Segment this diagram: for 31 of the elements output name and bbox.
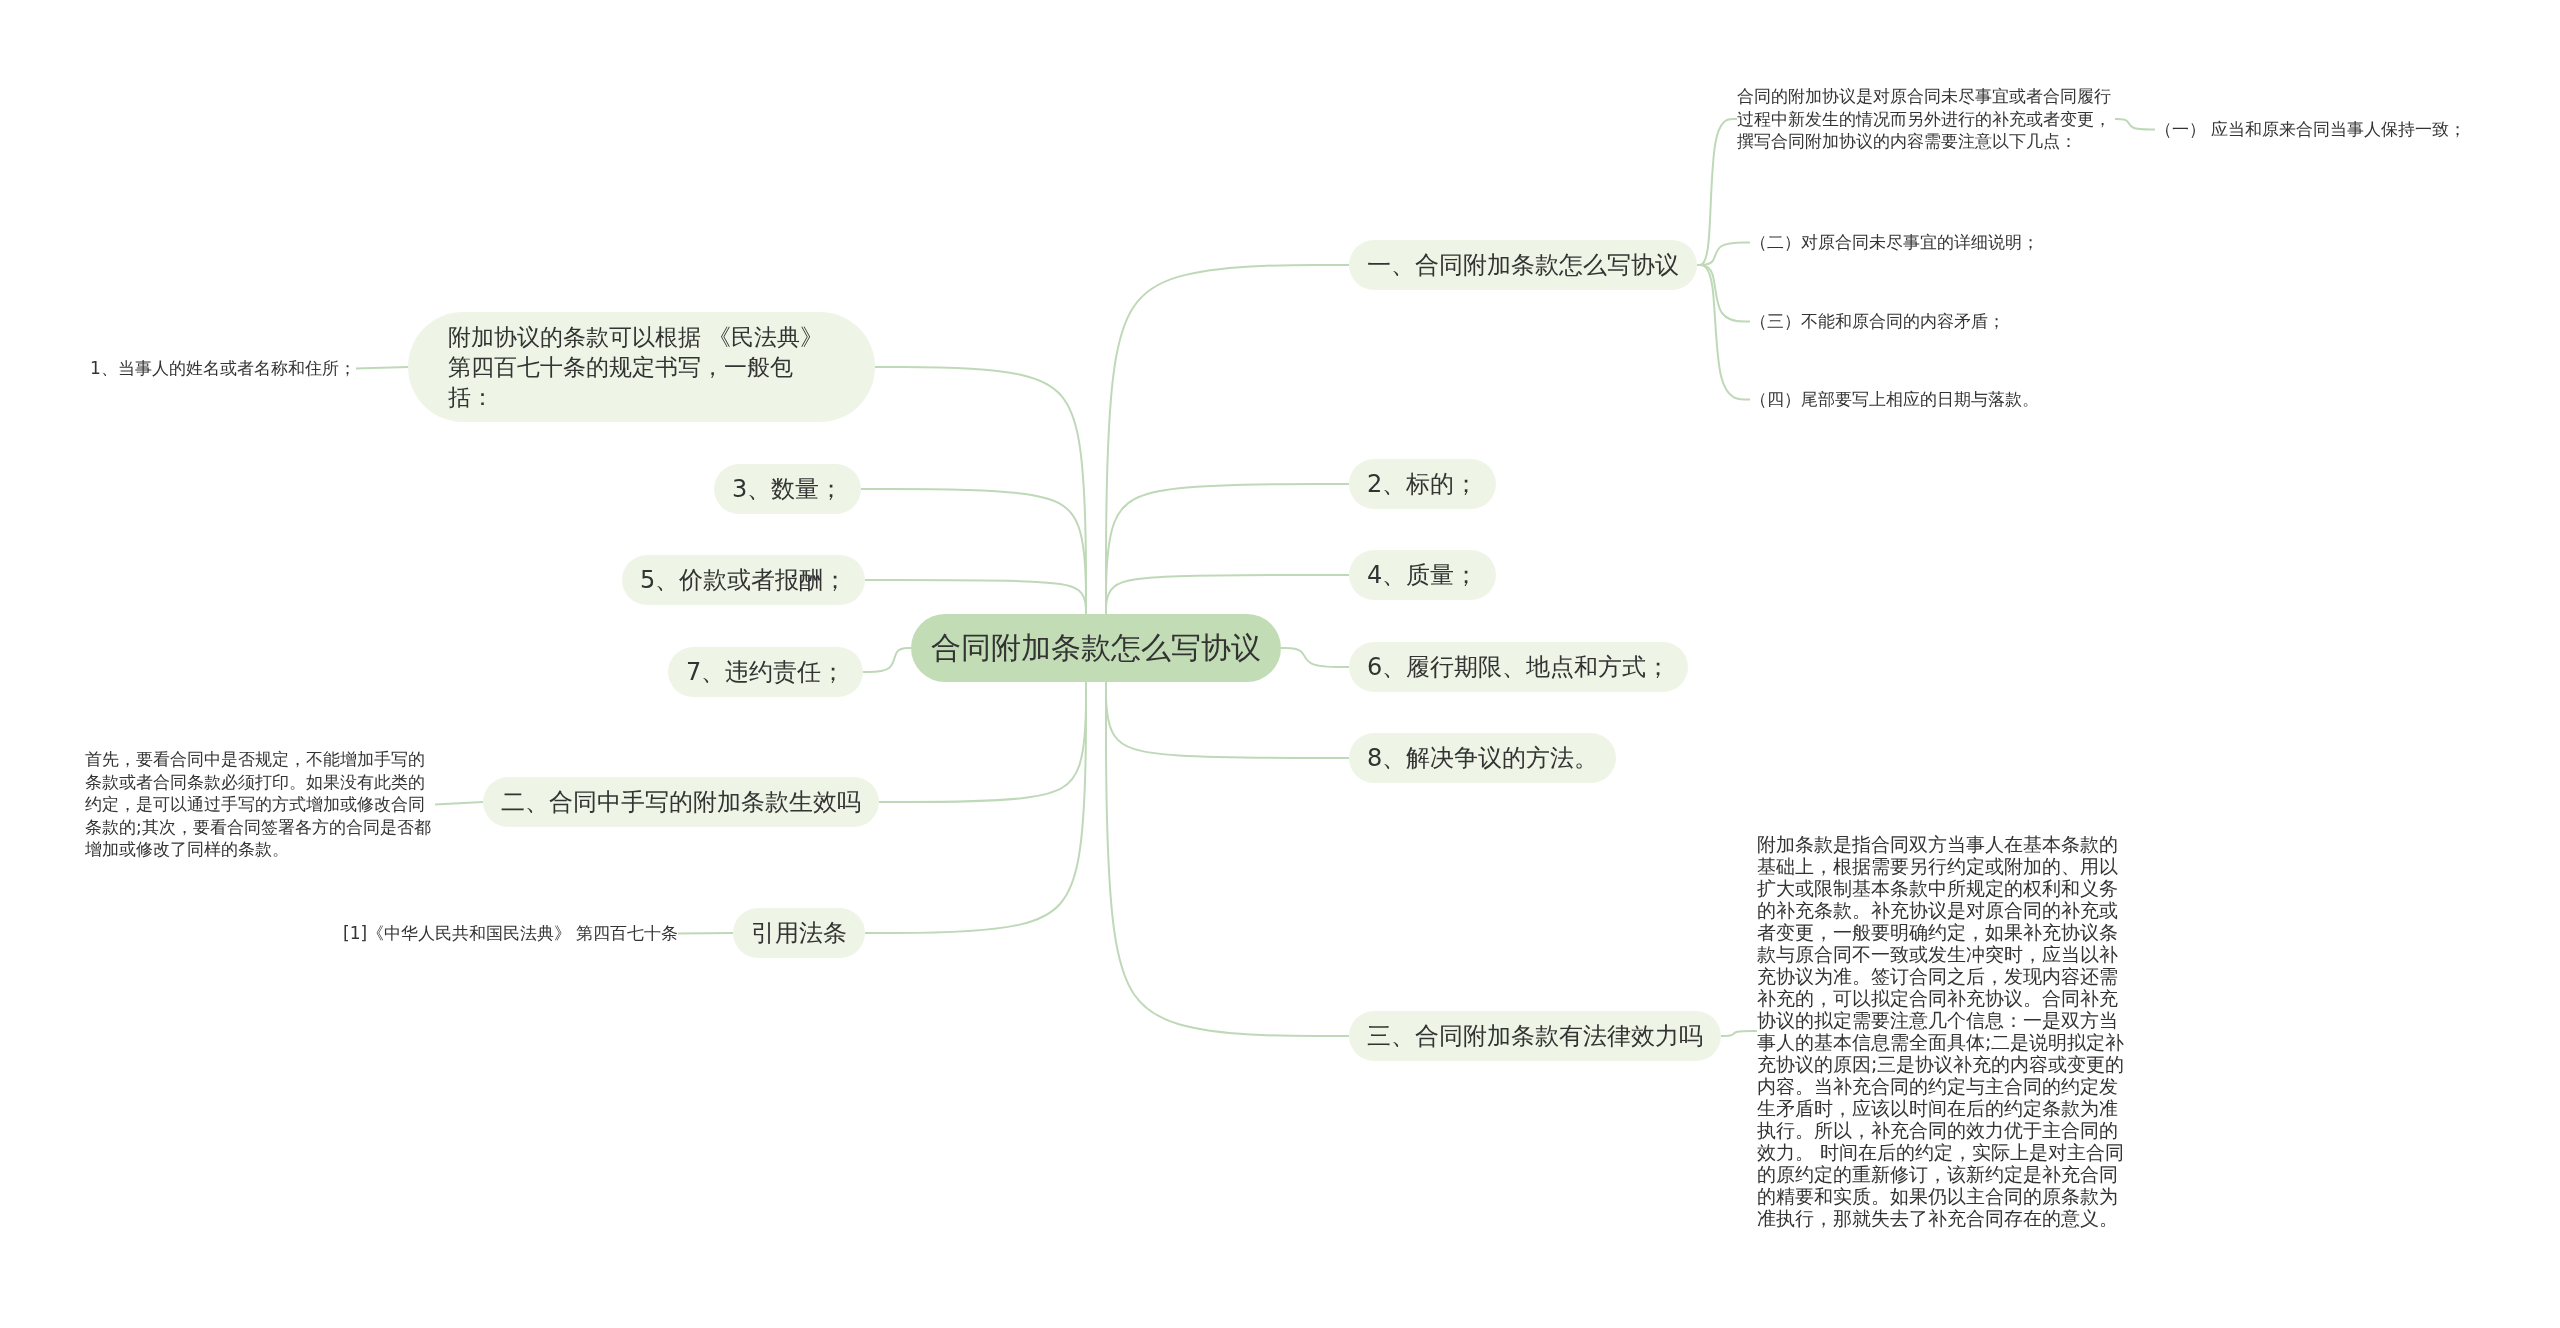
topic-node: 5、价款或者报酬；: [622, 555, 866, 605]
note-text: （二）对原合同未尽事宜的详细说明；: [1750, 231, 2039, 254]
note-text: （四）尾部要写上相应的日期与落款。: [1750, 388, 2039, 411]
connector-line: [677, 932, 734, 935]
topic-node: 4、质量；: [1349, 550, 1497, 600]
topic-node: 8、解决争议的方法。: [1349, 733, 1617, 783]
note-text: 附加条款是指合同双方当事人在基本条款的基础上，根据需要另行约定或附加的、用以扩大或限制基本条款中所规定的权利和义务的补充条款。补充协议是对原合同的补充或者变更，一般要明确约定，如果补充协议条款与原合同不一致或发生冲突时，应当以补充协议为准。签订合同之后，发现内容还需补充的，可以拟定合同补充协议。合同补充协议的拟定需要注意几个信息：一是双方当事人的基本信息需全面具体;二是说明拟定补充协议的原因;三是协议补充的内容或变更的内容。当补充合同的约定与主合同的约定发生矛盾时，应该以时间在后的约定条款为准执行。所以，补充合同的效力优于主合同的效力。 时间在后的约定，实际上是对主合同的原约定的重新修订，该新约定是补充合同的精要和实质。如果仍以主合同的原条款为准执行，那就失去了补充合同存在的意义。: [1757, 833, 2127, 1229]
connector-line: [2114, 118, 2156, 131]
topic-node: 附加协议的条款可以根据 《民法典》第四百七十条的规定书写，一般包括：: [408, 312, 875, 422]
topic-node: 二、合同中手写的附加条款生效吗: [483, 777, 879, 827]
topic-node: 7、违约责任；: [668, 647, 864, 697]
connector-line: [862, 647, 912, 673]
topic-node: 3、数量；: [714, 464, 862, 514]
topic-node: 2、标的；: [1349, 459, 1497, 509]
topic-node: 6、履行期限、地点和方式；: [1349, 642, 1689, 692]
note-text: [1]《中华人民共和国民法典》 第四百七十条: [343, 922, 679, 945]
connector-line: [434, 801, 484, 806]
topic-node: 引用法条: [733, 908, 865, 958]
connector-line: [355, 366, 409, 370]
connector-line: [1105, 574, 1350, 615]
topic-node: 三、合同附加条款有法律效力吗: [1349, 1011, 1721, 1061]
connector-line: [1280, 647, 1350, 668]
note-text: 首先，要看合同中是否规定，不能增加手写的条款或者合同条款必须打印。如果没有此类的约定，是可以通过手写的方式增加或修改合同条款的;其次，要看合同签署各方的合同是否都增加或修改了同样的条款。: [85, 748, 435, 861]
central-topic: 合同附加条款怎么写协议: [911, 614, 1281, 682]
note-text: （一） 应当和原来合同当事人保持一致；: [2155, 118, 2467, 141]
connector-line: [1720, 1030, 1758, 1037]
note-text: 合同的附加协议是对原合同未尽事宜或者合同履行过程中新发生的情况而另外进行的补充或者变更，撰写合同附加协议的内容需要注意以下几点：: [1737, 85, 2115, 153]
note-text: （三）不能和原合同的内容矛盾；: [1750, 310, 2005, 333]
note-text: 1、当事人的姓名或者名称和住所；: [90, 357, 356, 380]
topic-node: 一、合同附加条款怎么写协议: [1349, 240, 1697, 290]
connector-line: [864, 579, 1087, 615]
